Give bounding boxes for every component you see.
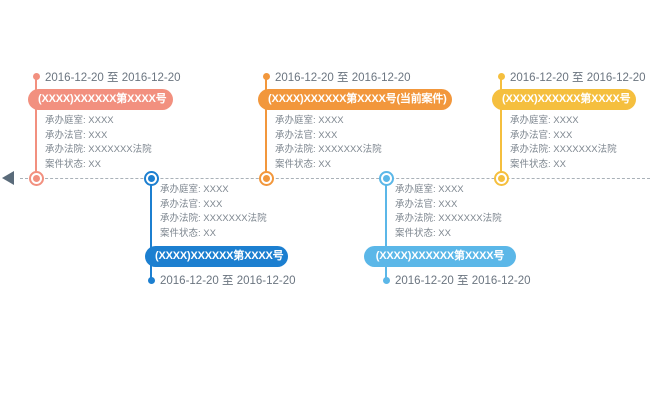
timeline-node-2[interactable] — [143, 171, 159, 186]
event-endpoint-dot-3 — [262, 73, 270, 80]
case-number-pill-5[interactable]: (XXXX)XXXXXX第XXXX号 — [492, 89, 636, 110]
timeline-node-3[interactable] — [258, 171, 274, 186]
event-date-range-2: 2016-12-20 至 2016-12-20 — [160, 275, 296, 287]
event-details-5: 承办庭室: XXXX 承办法官: XXX 承办法院: XXXXXXX法院案件状态: … — [510, 114, 617, 172]
event-detail-row: 承办法院: XXXXXXX法院 — [160, 213, 267, 224]
event-date-range-1: 2016-12-20 至 2016-12-20 — [45, 72, 181, 84]
event-date-range-5: 2016-12-20 至 2016-12-20 — [510, 72, 646, 84]
event-endpoint-dot-4 — [382, 277, 390, 284]
event-details-4: 承办庭室: XXXX 承办法官: XXX 承办法院: XXXXXXX法院案件状态: … — [395, 183, 502, 241]
timeline-node-core-icon — [262, 175, 270, 182]
event-endpoint-dot-1 — [32, 73, 40, 80]
event-detail-row: 案件状态: XX — [395, 227, 451, 239]
event-endpoint-dot-2 — [147, 277, 155, 284]
case-number-pill-4[interactable]: (XXXX)XXXXXX第XXXX号 — [364, 246, 516, 267]
event-detail-row: 承办法院: XXXXXXX法院 — [510, 144, 617, 155]
event-connector-1 — [35, 77, 37, 178]
event-details-2: 承办庭室: XXXX 承办法官: XXX 承办法院: XXXXXXX法院案件状态: … — [160, 183, 267, 241]
event-connector-3 — [265, 77, 267, 178]
event-date-range-4: 2016-12-20 至 2016-12-20 — [395, 275, 531, 287]
case-number-pill-3[interactable]: (XXXX)XXXXXX第XXXX号(当前案件) — [258, 89, 452, 110]
event-detail-row: 承办庭室: XXXX — [275, 115, 344, 126]
event-detail-row: 承办法官: XXX — [395, 198, 458, 210]
event-detail-row: 承办法官: XXX — [45, 129, 108, 141]
timeline-node-1[interactable] — [28, 171, 44, 186]
event-detail-row: 承办法院: XXXXXXX法院 — [45, 144, 152, 155]
event-details-1: 承办庭室: XXXX 承办法官: XXX 承办法院: XXXXXXX法院案件状态: … — [45, 114, 152, 172]
timeline-node-core-icon — [32, 175, 40, 182]
event-connector-2 — [150, 178, 152, 281]
event-detail-row: 承办法官: XXX — [160, 198, 223, 210]
timeline-arrow-left-icon — [2, 171, 14, 185]
event-connector-5 — [500, 77, 502, 178]
timeline-node-core-icon — [497, 175, 505, 182]
event-detail-row: 案件状态: XX — [45, 158, 101, 170]
event-detail-row: 承办庭室: XXXX — [45, 115, 114, 126]
event-detail-row: 承办庭室: XXXX — [395, 184, 464, 195]
timeline-axis — [20, 178, 650, 179]
event-detail-row: 承办法院: XXXXXXX法院 — [275, 144, 382, 155]
timeline-node-4[interactable] — [378, 171, 394, 186]
event-detail-row: 承办庭室: XXXX — [160, 184, 229, 195]
event-detail-row: 案件状态: XX — [160, 227, 216, 239]
event-detail-row: 承办法院: XXXXXXX法院 — [395, 213, 502, 224]
timeline-node-5[interactable] — [493, 171, 509, 186]
event-endpoint-dot-5 — [497, 73, 505, 80]
event-connector-4 — [385, 178, 387, 281]
timeline-node-core-icon — [147, 175, 155, 182]
event-details-3: 承办庭室: XXXX 承办法官: XXX 承办法院: XXXXXXX法院案件状态: … — [275, 114, 382, 172]
event-detail-row: 案件状态: XX — [510, 158, 566, 170]
event-date-range-3: 2016-12-20 至 2016-12-20 — [275, 72, 411, 84]
case-number-pill-2[interactable]: (XXXX)XXXXXX第XXXX号 — [145, 246, 288, 267]
case-number-pill-1[interactable]: (XXXX)XXXXXX第XXXX号 — [28, 89, 173, 110]
event-detail-row: 承办法官: XXX — [275, 129, 338, 141]
event-detail-row: 案件状态: XX — [275, 158, 331, 170]
timeline-node-core-icon — [382, 175, 390, 182]
event-detail-row: 承办法官: XXX — [510, 129, 573, 141]
event-detail-row: 承办庭室: XXXX — [510, 115, 579, 126]
